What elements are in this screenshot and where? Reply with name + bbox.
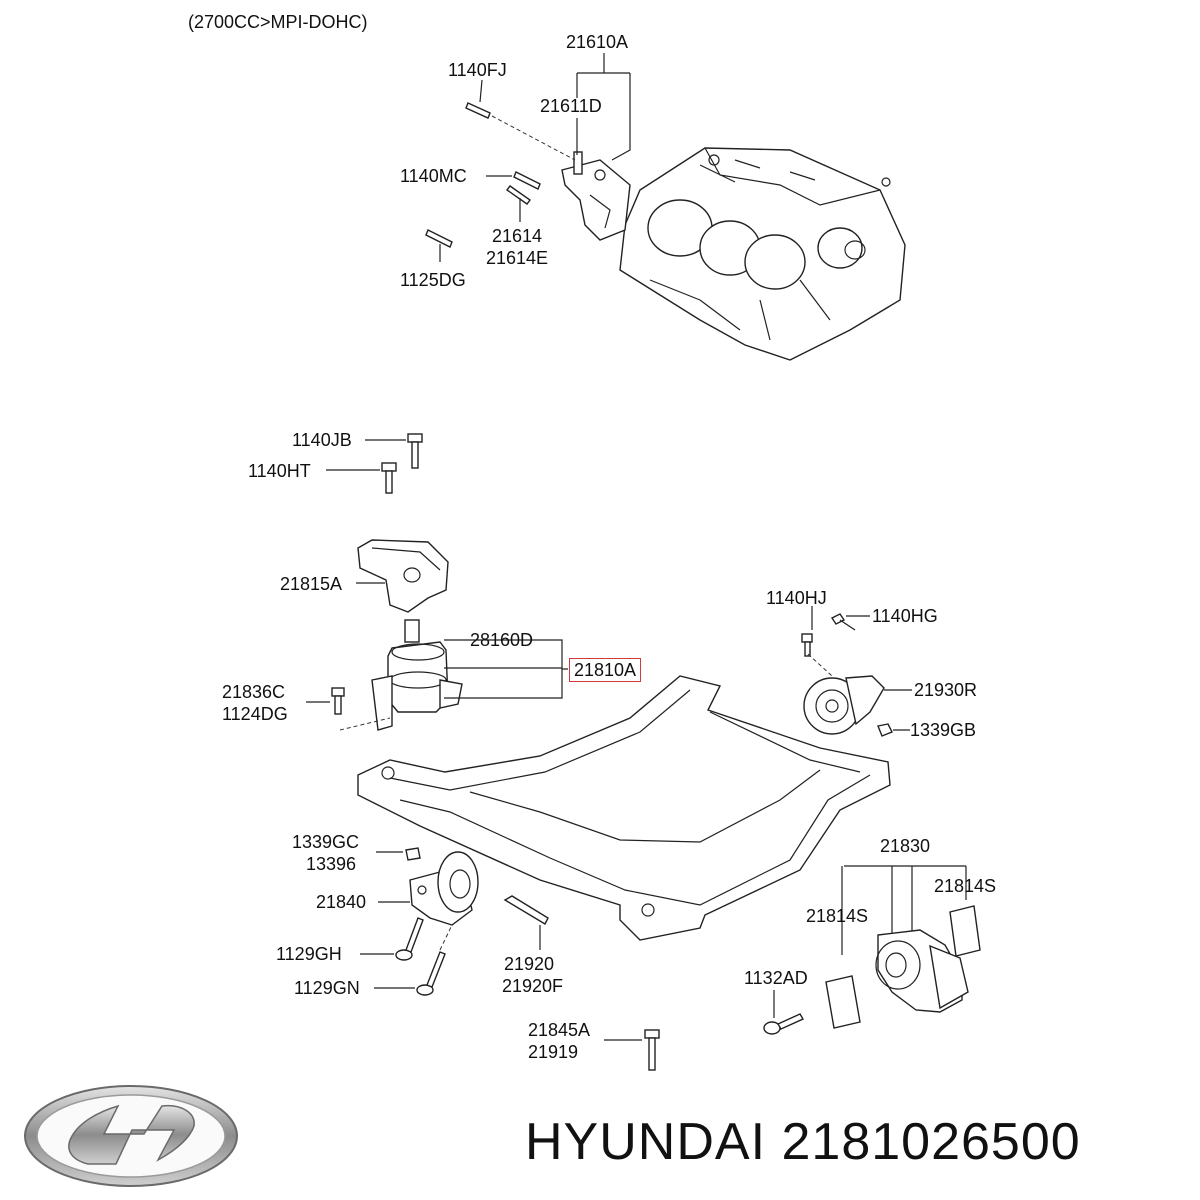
part-label-1140FJ: 1140FJ: [448, 60, 507, 80]
bolt-1129GN: [416, 951, 446, 996]
engine-bracket-drawing: [561, 151, 631, 241]
part-label-1129GH: 1129GH: [276, 944, 342, 964]
bolt-21920-drawing: [503, 895, 549, 950]
part-label-1125DG: 1125DG: [400, 270, 466, 290]
part-label-21919: 21919: [528, 1042, 579, 1062]
engine-spec-label: (2700CC>MPI-DOHC): [188, 12, 368, 32]
pad-21814S-b: [949, 905, 981, 957]
engine-block-drawing: [619, 147, 906, 361]
part-label-21920F: 21920F: [502, 976, 564, 996]
part-label-1140JB: 1140JB: [292, 430, 352, 450]
part-label-1140HJ: 1140HJ: [766, 588, 827, 608]
part-label-1339GC: 1339GC: [292, 832, 360, 852]
brand-part-number: HYUNDAI 2181026500: [525, 1113, 1081, 1171]
mount-21810A-drawing: [371, 619, 463, 731]
nut-1339GC: [405, 847, 421, 861]
part-label-21930R: 21930R: [914, 680, 978, 700]
hyundai-logo-icon: [24, 1085, 238, 1187]
bolt-1140MC: [513, 171, 541, 190]
part-label-1140HG: 1140HG: [872, 606, 938, 626]
bolt-1125DG: [425, 229, 453, 248]
bolt-1140FJ: [465, 102, 576, 161]
part-label-28160D: 28160D: [470, 630, 534, 650]
bolt-1140JB: [407, 433, 423, 469]
bolt-1129GH: [395, 917, 424, 961]
part-label-21814S-left: 21814S: [806, 906, 869, 926]
part-label-21830: 21830: [880, 836, 931, 856]
mount-21840-drawing: [409, 851, 479, 926]
nut-1339GB: [877, 723, 893, 737]
part-label-21920: 21920: [504, 954, 555, 974]
bracket-21815A-drawing: [357, 539, 449, 613]
part-label-21610A: 21610A: [566, 32, 629, 52]
part-label-21810A-highlighted: 21810A: [569, 658, 642, 682]
part-label-1140MC: 1140MC: [400, 166, 467, 186]
bolt-1140HT: [381, 462, 397, 494]
bolt-1140HJ: [801, 633, 813, 657]
bolt-21614: [506, 185, 531, 205]
part-label-21845A: 21845A: [528, 1020, 591, 1040]
part-label-21815A: 21815A: [280, 574, 343, 594]
part-label-1132AD: 1132AD: [744, 968, 808, 988]
part-label-21614: 21614: [492, 226, 543, 246]
mount-21930R-drawing: [803, 675, 885, 735]
part-label-21614E: 21614E: [486, 248, 549, 268]
part-label-1124DG: 1124DG: [222, 704, 288, 724]
part-label-21836C: 21836C: [222, 682, 286, 702]
pad-21814S-a: [825, 975, 861, 1029]
part-label-21611D: 21611D: [540, 96, 602, 116]
subframe-drawing: [357, 675, 891, 941]
bolt-1140HG: [830, 613, 856, 631]
part-label-21814S-right: 21814S: [934, 876, 997, 896]
bolt-21836C: [331, 687, 345, 715]
bolt-21845A: [644, 1029, 660, 1071]
bolt-1132AD: [763, 1013, 805, 1035]
part-label-13396: 13396: [306, 854, 357, 874]
part-label-1140HT: 1140HT: [248, 461, 311, 481]
part-label-1129GN: 1129GN: [294, 978, 360, 998]
mount-21830-drawing: [875, 929, 969, 1013]
part-label-1339GB: 1339GB: [910, 720, 977, 740]
part-label-21840: 21840: [316, 892, 367, 912]
